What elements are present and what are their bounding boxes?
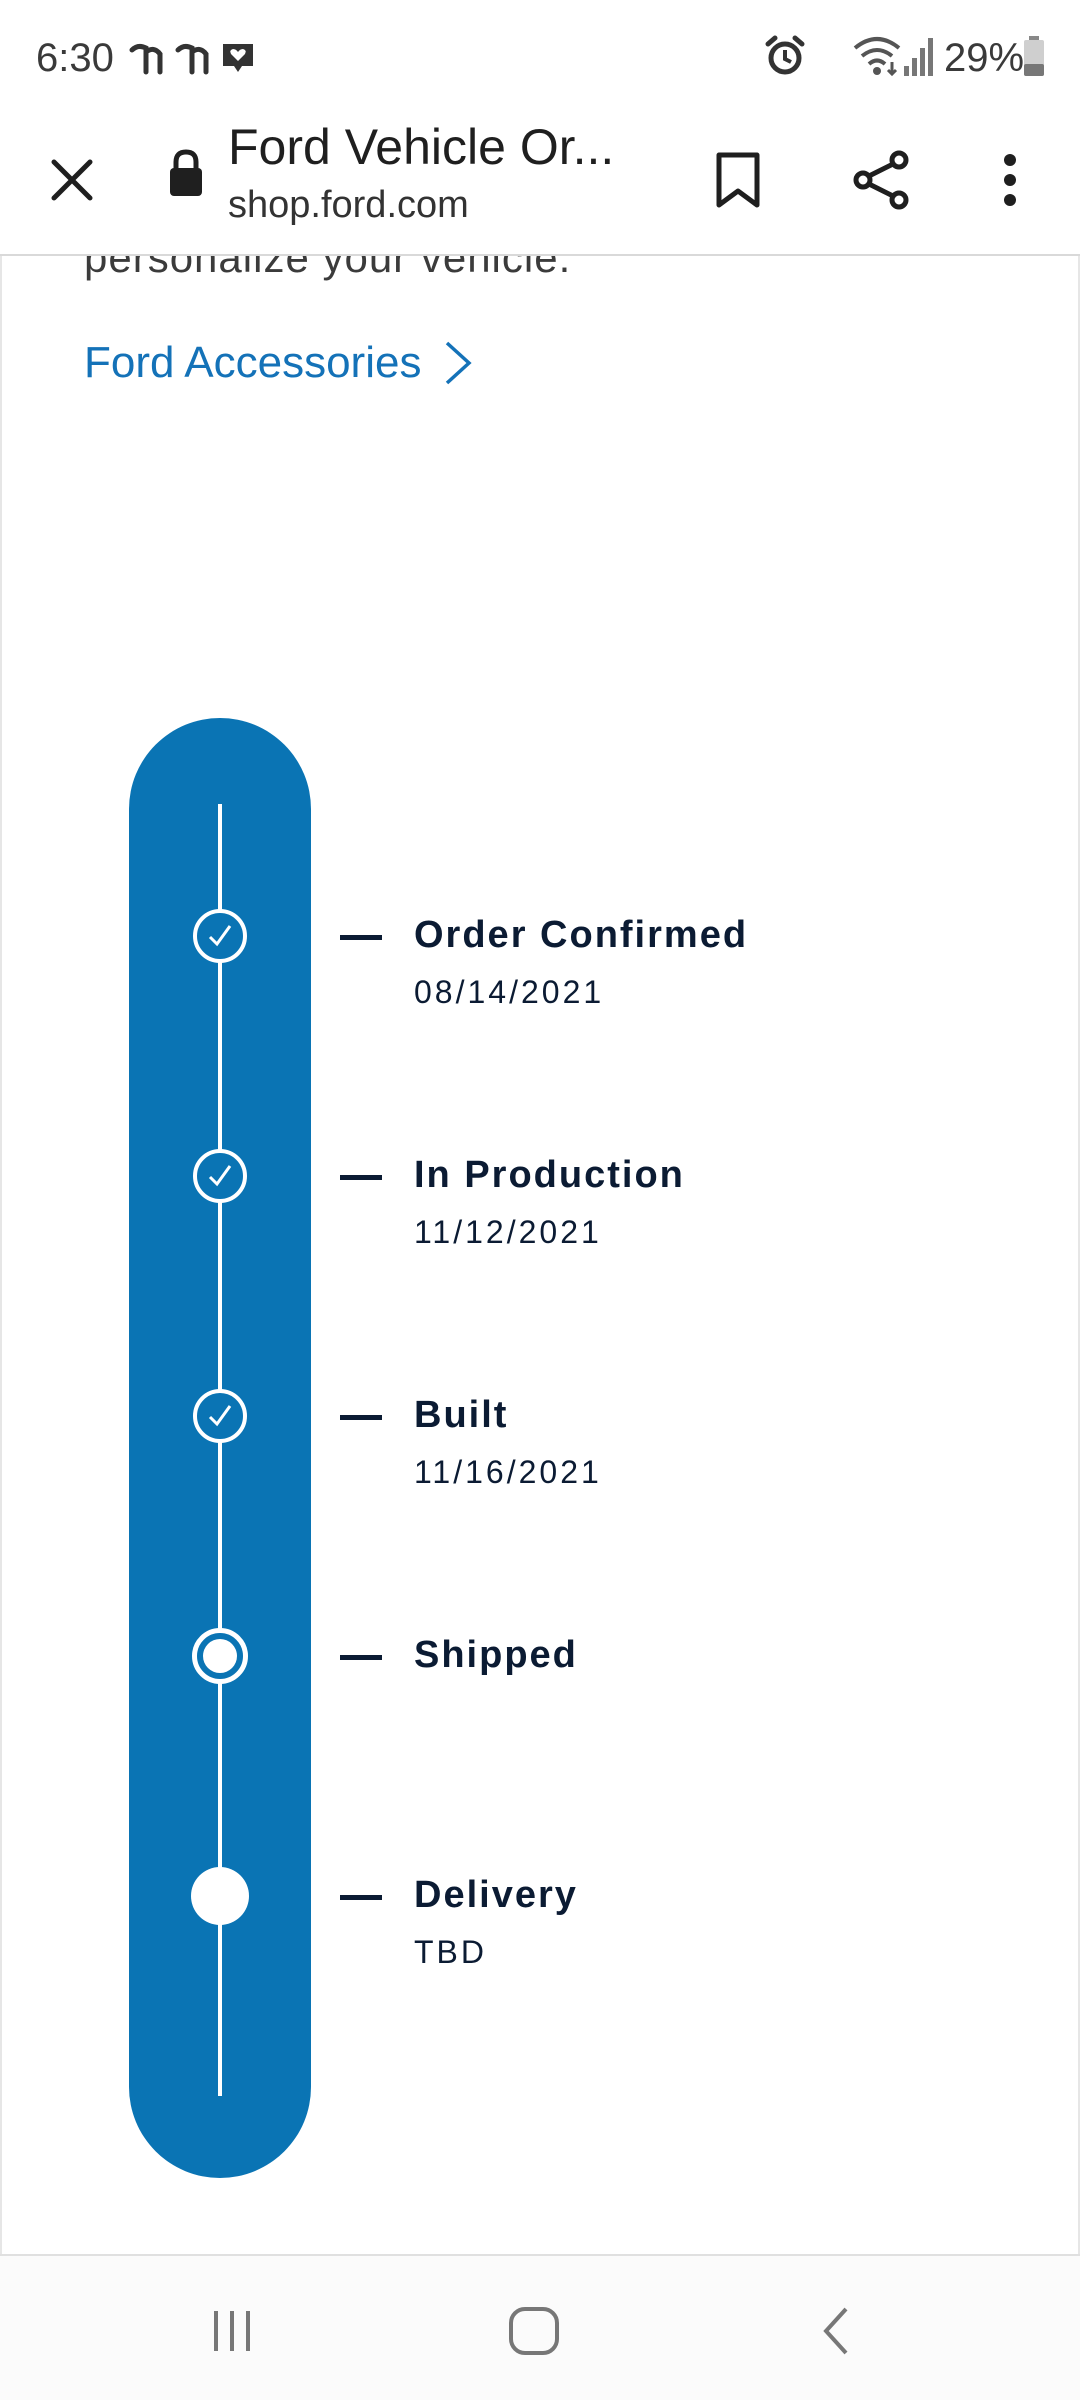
step-order-confirmed-node — [193, 909, 247, 963]
status-time: 6:30 — [36, 36, 114, 80]
ford-accessories-link[interactable]: Ford Accessories — [84, 338, 473, 388]
page-content: personalize your vehicle. Ford Accessori… — [0, 256, 1080, 2254]
recent-apps-icon — [214, 2311, 250, 2351]
step-dash — [340, 1175, 382, 1180]
bookmark-button[interactable] — [700, 142, 776, 218]
step-dash — [340, 1655, 382, 1660]
url-area[interactable]: Ford Vehicle Or... shop.ford.com — [0, 118, 680, 256]
page-url: shop.ford.com — [228, 184, 469, 226]
more-vert-icon — [1004, 154, 1016, 206]
step-delivery-label: Delivery — [414, 1874, 578, 1916]
step-dash — [340, 935, 382, 940]
step-built-label: Built — [414, 1394, 509, 1436]
step-delivery-node — [191, 1867, 249, 1925]
step-dash — [340, 1415, 382, 1420]
status-bar: 6:30 29% — [0, 0, 1080, 118]
notification-app-icon — [129, 43, 163, 75]
step-dash — [340, 1895, 382, 1900]
alarm-icon — [765, 35, 805, 75]
browser-toolbar: Ford Vehicle Or... shop.ford.com — [0, 118, 1080, 256]
close-button[interactable] — [40, 148, 104, 212]
back-icon — [823, 2307, 848, 2355]
check-icon — [208, 1165, 232, 1187]
ford-accessories-label: Ford Accessories — [84, 338, 422, 387]
step-order-confirmed-date: 08/14/2021 — [414, 974, 605, 1010]
page-title: Ford Vehicle Or... — [228, 119, 615, 175]
more-options-button[interactable] — [972, 142, 1048, 218]
battery-icon — [1024, 36, 1044, 76]
step-shipped-label: Shipped — [414, 1634, 578, 1676]
bookmark-icon — [716, 152, 760, 208]
wifi-icon — [853, 37, 901, 77]
share-icon — [853, 150, 909, 210]
chevron-right-icon — [446, 341, 473, 385]
check-icon — [208, 1405, 232, 1427]
step-order-confirmed-label: Order Confirmed — [414, 914, 749, 956]
step-shipped-node — [192, 1628, 248, 1684]
step-in-production-date: 11/12/2021 — [414, 1214, 602, 1250]
lock-icon — [170, 149, 202, 196]
back-button[interactable] — [776, 2296, 896, 2366]
step-in-production-label: In Production — [414, 1154, 685, 1196]
home-icon — [509, 2307, 559, 2355]
recent-apps-button[interactable] — [172, 2296, 292, 2366]
home-button[interactable] — [474, 2296, 594, 2366]
step-built-node — [193, 1389, 247, 1443]
notification-app-icon — [175, 43, 209, 75]
check-icon — [208, 925, 232, 947]
step-delivery-date: TBD — [414, 1934, 487, 1970]
message-badge-icon — [223, 44, 253, 72]
close-icon — [51, 159, 93, 201]
share-button[interactable] — [844, 142, 920, 218]
step-built-date: 11/16/2021 — [414, 1454, 602, 1490]
signal-icon — [904, 38, 933, 76]
intro-text: personalize your vehicle. — [84, 256, 572, 281]
navigation-bar — [0, 2254, 1080, 2400]
progress-line — [218, 804, 222, 2096]
step-in-production-node — [193, 1149, 247, 1203]
battery-percent: 29% — [944, 36, 1025, 80]
current-step-dot — [203, 1639, 237, 1673]
